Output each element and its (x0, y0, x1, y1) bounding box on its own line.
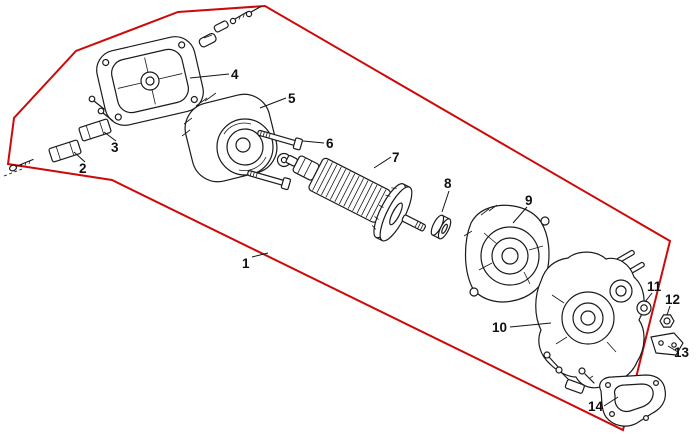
callout-label-14: 14 (588, 399, 604, 414)
callout-leader-6 (302, 140, 325, 144)
part-3-brush-holder (78, 118, 112, 142)
callout-leader-14 (603, 396, 619, 407)
part-12-nut (659, 314, 675, 328)
callout-label-7: 7 (392, 150, 400, 165)
callout-label-4: 4 (231, 67, 239, 82)
part-9-drive-end-housing (463, 204, 550, 303)
part-7-armature (285, 155, 426, 242)
callout-label-10: 10 (492, 320, 507, 335)
callout-leader-1 (251, 252, 269, 258)
part-4-screws (88, 95, 114, 122)
callout-leader-3 (103, 131, 117, 142)
callout-leader-11 (644, 292, 653, 303)
callout-labels: 1 2 3 4 5 6 7 8 9 10 11 12 13 14 (79, 67, 690, 414)
part-13-retainer-plate (650, 332, 684, 356)
callout-leader-10 (509, 322, 552, 328)
part-5-field-yoke (181, 92, 278, 183)
part-10-gear-housing (535, 249, 645, 394)
callout-label-1: 1 (242, 256, 250, 271)
callout-label-11: 11 (647, 279, 662, 294)
callout-leader-7 (373, 156, 392, 169)
callout-label-5: 5 (288, 91, 296, 106)
part-14-end-cover (578, 367, 666, 427)
callout-label-9: 9 (525, 193, 533, 208)
callout-leader-12 (666, 305, 671, 316)
part-2-brush-holder (48, 139, 82, 163)
callout-leader-4 (189, 73, 230, 79)
callout-leader-9 (512, 206, 528, 224)
callout-leaders (73, 73, 679, 407)
callout-leader-5 (259, 97, 287, 109)
callout-leader-13 (667, 345, 679, 353)
callout-leader-2 (73, 151, 86, 163)
red-boundary-outline (6, 4, 672, 432)
part-8-washer (430, 214, 452, 240)
part-11-o-ring (636, 300, 652, 316)
callout-label-6: 6 (326, 136, 334, 151)
callout-leader-8 (441, 190, 450, 213)
callout-label-8: 8 (444, 176, 452, 191)
callout-label-2: 2 (79, 161, 87, 176)
callout-label-3: 3 (111, 140, 119, 155)
left-terminal-screw (3, 158, 34, 177)
part-4-end-frame (88, 36, 204, 126)
callout-label-12: 12 (665, 292, 680, 307)
callout-label-13: 13 (674, 345, 690, 360)
part-10-screws (543, 351, 585, 394)
